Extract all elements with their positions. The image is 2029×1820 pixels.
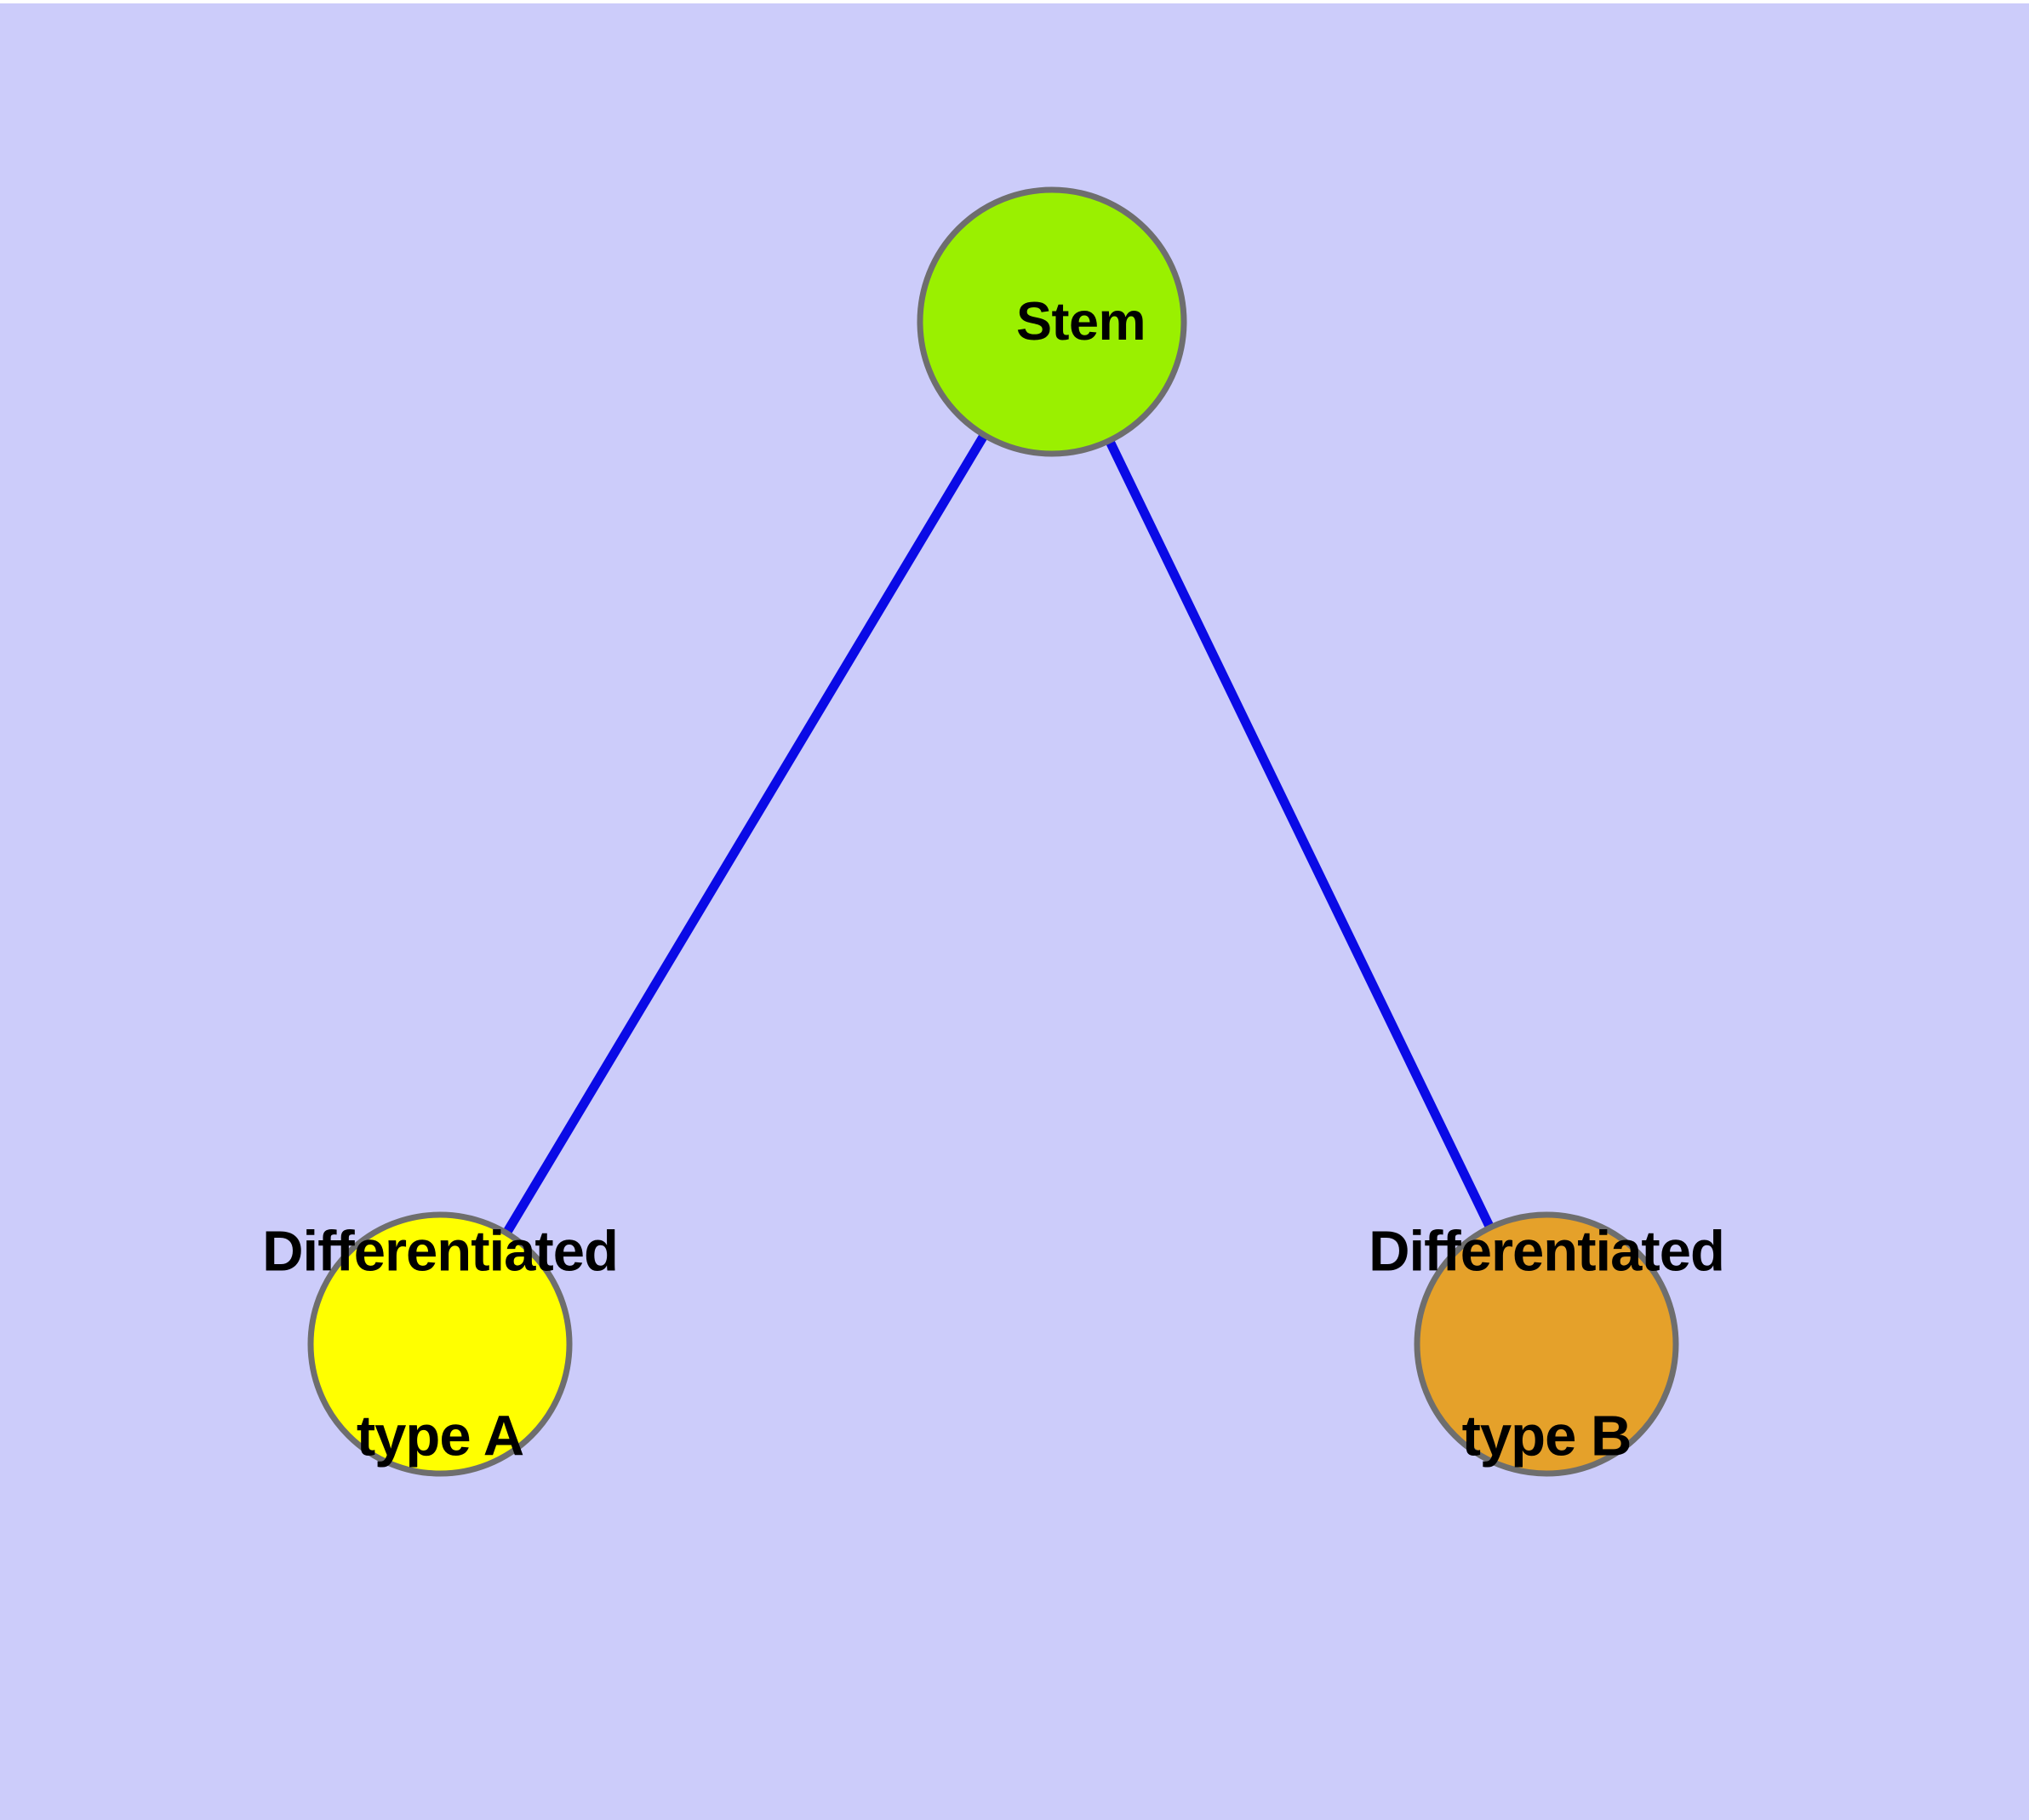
edge-layer [436, 319, 1551, 1347]
edge-stem-to-differentiated-type-a[interactable] [436, 319, 1056, 1347]
edge-stem-to-differentiated-type-b[interactable] [1048, 319, 1551, 1347]
node-layer [307, 186, 1679, 1477]
node-stem[interactable] [917, 186, 1187, 457]
node-differentiated-type-b[interactable] [1414, 1211, 1679, 1477]
node-differentiated-type-a[interactable] [307, 1211, 573, 1477]
